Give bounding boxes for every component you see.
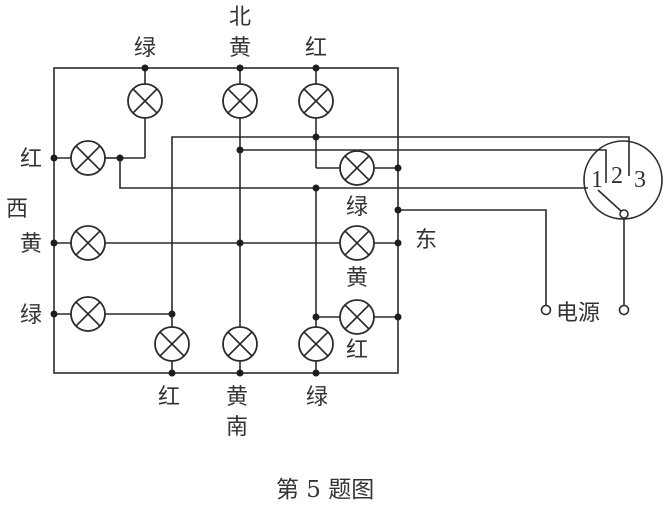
junction-dot [312,64,320,72]
power-terminal-right [618,304,630,316]
switch-terminal-3: 3 [634,167,646,193]
lamp-label-west-red: 红 [20,147,42,172]
outer-frame-wire [53,67,399,374]
lamp-east-green [339,150,375,186]
rotary-switch [583,140,663,220]
lamp-label-west-green: 绿 [20,303,42,328]
junction-dot [50,239,58,247]
wire-to-terminal-3 [171,136,630,327]
lamp-label-west-yellow: 黄 [20,232,42,257]
lamp-label-east-yellow: 黄 [346,266,368,291]
junction-dot [50,154,58,162]
wire-to-terminal-1 [119,158,588,189]
lamp-label-north-yellow: 黄 [229,36,251,61]
junction-dot [394,164,402,172]
lamp-north-green [127,83,163,119]
switch-blade [597,189,622,212]
junction-dot [312,313,320,321]
junction-dot [236,369,244,377]
figure-caption: 第 5 题图 [276,477,374,503]
lamp-south-red [154,326,190,362]
junction-dot [236,146,244,154]
lamp-label-south-green: 绿 [306,385,328,410]
junction-dot [168,369,176,377]
junction-dot [394,313,402,321]
junction-dot [168,310,176,318]
junction-dot [116,154,124,162]
lamp-west-red [70,140,106,176]
lamp-south-green [298,326,334,362]
lamp-label-east-green: 绿 [346,195,368,220]
junction-dot [312,133,320,141]
junction-dots [50,64,402,377]
junction-dot [312,184,320,192]
switch-pivot [619,209,629,219]
wire-to-power [398,209,547,305]
lamp-label-south-red: 红 [158,385,180,410]
junction-dot [50,310,58,318]
direction-label-west: 西 [6,197,28,222]
direction-label-south: 南 [226,415,248,440]
power-terminal-left [540,304,552,316]
lamp-east-yellow [339,225,375,261]
direction-label-north: 北 [229,5,251,30]
lamp-west-green [70,296,106,332]
lamp-west-yellow [70,225,106,261]
junction-dot [394,206,402,214]
lamp-label-north-red: 红 [305,36,327,61]
junction-dot [394,239,402,247]
direction-label-east: 东 [415,228,437,253]
lamp-north-red [298,83,334,119]
power-label: 电源 [556,301,600,326]
switch-terminal-2: 2 [611,163,623,189]
junction-dot [141,64,149,72]
lamp-east-red [339,299,375,335]
lamp-south-yellow [222,326,258,362]
junction-dot [236,239,244,247]
lamp-label-north-green: 绿 [134,36,156,61]
switch-terminal-1: 1 [591,167,603,193]
lamp-label-south-yellow: 黄 [226,385,248,410]
wire-to-terminal-2 [240,149,607,183]
junction-dot [236,64,244,72]
lamp-north-yellow [222,83,258,119]
lamp-label-east-red: 红 [346,338,368,363]
junction-dot [312,369,320,377]
